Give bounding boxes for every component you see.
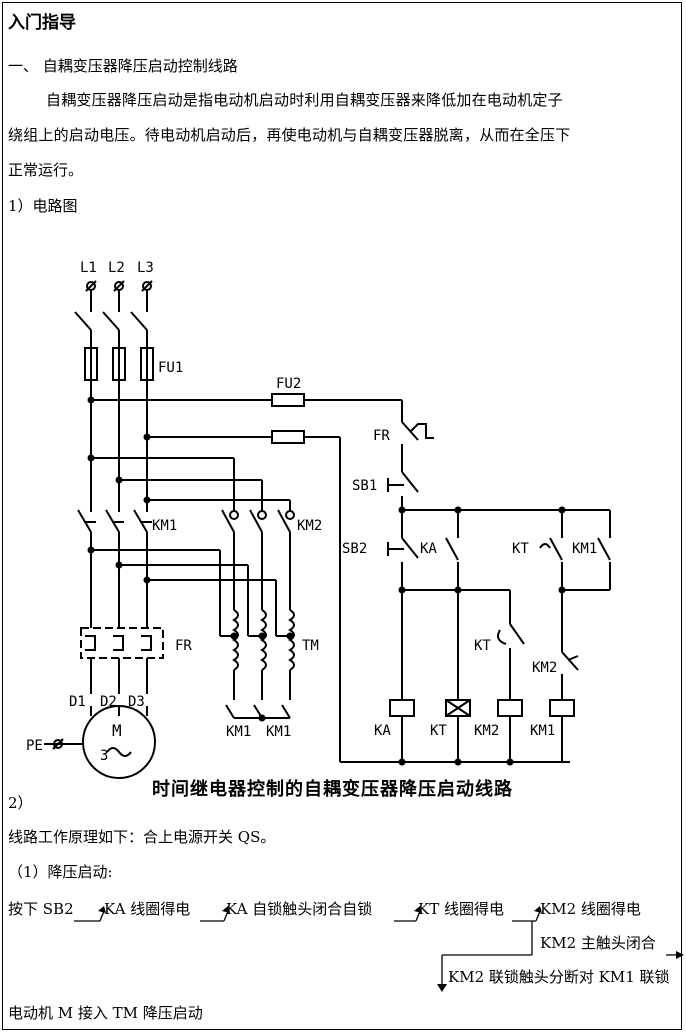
flow-step-1: KA 线圈得电 [104,900,191,918]
label-motor-M: M [112,721,122,740]
label-SB1: SB1 [352,478,377,494]
flow-arrow-3 [394,906,422,922]
tm-tap-wires [87,546,290,637]
label-KM1-main: KM1 [152,518,177,534]
paragraph-line-2: 绕组上的启动电压。待电动机启动后，再使电动机与自耦变压器脱离，从而在全压下 [8,126,571,144]
heading: 入门指导 [8,13,76,33]
last-line: 电动机 M 接入 TM 降压启动 [8,1004,203,1022]
km2-taps [87,454,291,510]
label-FR-ctrl: FR [373,428,390,444]
control-circuit [387,400,611,766]
coil-label-KA: KA [374,723,391,739]
label-KM1-star-a: KM1 [226,724,251,740]
label-KM2-main: KM2 [297,518,322,534]
label-SB2: SB2 [342,541,367,557]
label-D1: D1 [69,694,86,710]
flow-step-0: 按下 SB2 [8,900,74,918]
diagram-caption: 时间继电器控制的自耦变压器降压启动线路 [152,779,513,800]
thermal-overload-main [80,627,164,694]
coil-label-KM1: KM1 [530,723,555,739]
flow-arrow-2 [200,906,230,922]
label-FU1: FU1 [158,360,183,376]
flow-step-3: KT 线圈得电 [418,900,504,918]
principle-text: 线路工作原理如下：合上电源开关 QS。 [8,828,276,846]
subsection-step-down-start: （1）降压启动: [8,863,113,881]
label-L3: L3 [137,260,154,276]
coil-label-KM2: KM2 [474,723,499,739]
paragraph-line-3: 正常运行。 [8,161,84,179]
flow-step-6: KM2 联锁触头分断对 KM1 联锁 [448,968,670,986]
flow-arrow-1 [74,906,106,922]
label-PE: PE [26,738,43,754]
flow-step-4: KM2 线圈得电 [540,900,641,918]
section-title: 一、 自耦变压器降压启动控制线路 [8,57,238,75]
label-D3: D3 [128,694,145,710]
label-L2: L2 [108,260,125,276]
label-KT-contact: KT [512,541,529,557]
coil-label-KT: KT [430,723,447,739]
label-motor-phases: 3 [100,748,108,764]
flow-branch [437,921,684,992]
label-KM1-star-b: KM1 [266,724,291,740]
item-circuit-diagram: 1）电路图 [8,197,78,215]
label-KM2-interlock: KM2 [532,660,557,676]
label-KM1-contact: KM1 [572,541,597,557]
flow-step-5: KM2 主触头闭合 [540,934,656,952]
label-KT-delay: KT [474,638,491,654]
label-FR-main: FR [175,638,192,654]
label-FU2: FU2 [276,376,301,392]
label-KA-contact: KA [420,541,437,557]
flow-arrow-4 [512,906,542,922]
label-L1: L1 [80,260,97,276]
item-2: 2） [8,794,33,812]
autotransformer-coils [225,609,295,722]
flow-step-2: KA 自锁触头闭合自锁 [226,900,373,918]
label-TM: TM [302,638,319,654]
paragraph-line-1: 自耦变压器降压启动是指电动机启动时利用自耦变压器来降低加在电动机定子 [46,91,563,109]
km2-main-contacts [221,509,295,610]
motor [44,705,156,779]
